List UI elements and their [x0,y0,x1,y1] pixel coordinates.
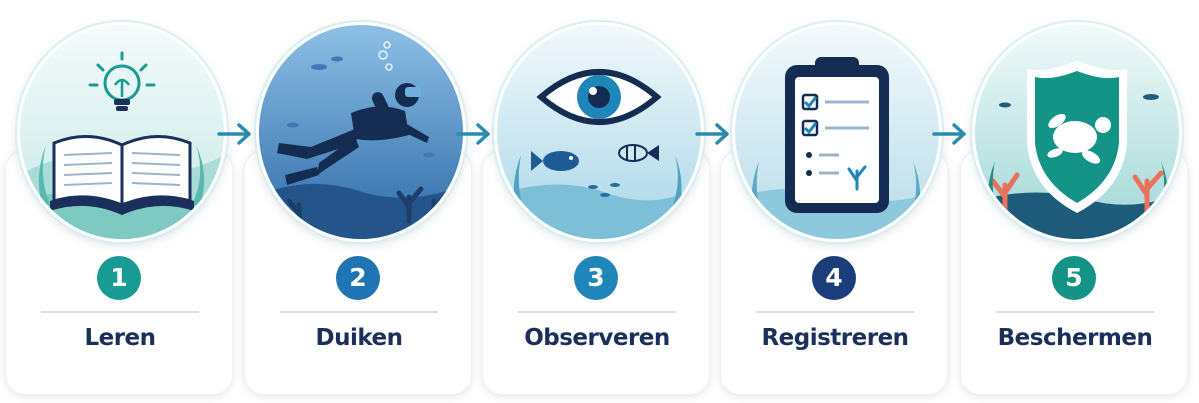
step-label: Beschermen [997,325,1153,351]
scuba-diver-icon [277,83,429,185]
fish-icon [618,144,659,162]
step-illustration [494,22,704,242]
step-number-badge: 1 [97,256,141,300]
step-label: Leren [84,325,156,351]
step-observe: 3 Observeren [482,0,712,403]
step-learn: 1 Leren [5,0,235,403]
divider [996,311,1154,313]
step-illustration [17,22,227,242]
fish-icon [531,151,579,171]
step-number-badge: 5 [1052,256,1096,300]
step-number-badge: 4 [812,256,856,300]
arrow-right-icon [217,123,251,145]
lightbulb-icon [88,51,156,111]
arrow-right-icon [695,123,729,145]
open-book-icon [50,134,194,215]
divider [518,311,676,313]
turtle-icon [1047,113,1111,164]
step-illustration [972,22,1182,242]
step-illustration [256,22,466,242]
step-register: 4 Registreren [720,0,950,403]
step-number-badge: 3 [574,256,618,300]
step-label: Duiken [315,325,403,351]
divider [280,311,438,313]
clipboard-checklist-icon [785,57,889,213]
step-label: Registreren [761,325,909,351]
step-number-badge: 2 [336,256,380,300]
step-label: Observeren [524,325,670,351]
arrow-right-icon [456,123,490,145]
divider [41,311,199,313]
eye-icon [536,69,662,125]
arrow-right-icon [932,123,966,145]
divider [756,311,914,313]
step-illustration [732,22,942,242]
step-dive: 2 Duiken [244,0,474,403]
step-protect: 5 Beschermen [960,0,1190,403]
